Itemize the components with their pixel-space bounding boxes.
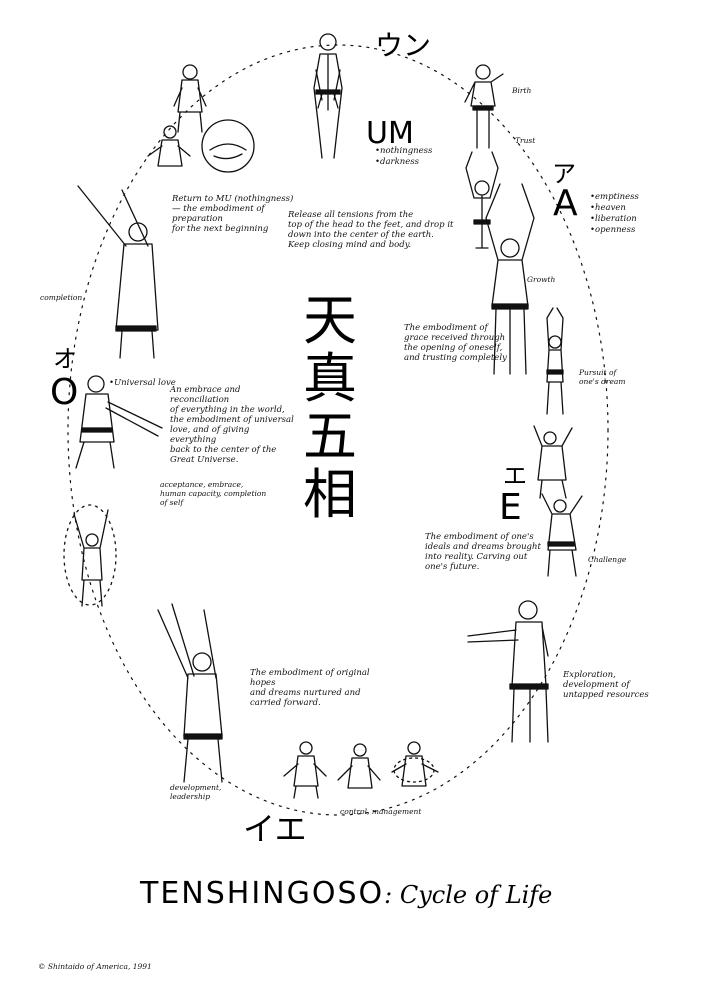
- ie-kana: イエ: [243, 810, 307, 848]
- o-description: An embrace and reconciliation of everyth…: [170, 385, 294, 465]
- a-letter: A: [553, 183, 578, 224]
- completion-figure: [63, 504, 117, 607]
- um-description: Release all tensions from the top of the…: [288, 210, 454, 250]
- return-mu-figures: [147, 64, 255, 173]
- kanji-so: 相: [303, 463, 357, 526]
- ie-description: The embodiment of original hopes and dre…: [250, 668, 370, 708]
- e-letter: E: [499, 487, 522, 528]
- a-keyword-emptiness: emptiness: [590, 192, 639, 203]
- pursuit-figure: [546, 307, 564, 415]
- stage-label-birth: Birth: [512, 86, 532, 95]
- copyright: © Shintaido of America, 1991: [38, 962, 152, 971]
- stage-label-development: development, leadership: [170, 783, 222, 801]
- exploration-figure: [467, 600, 549, 743]
- kanji-shin: 真: [303, 347, 357, 410]
- o-figure: [75, 375, 163, 469]
- stage-label-pursuit: Pursuit of one's dream: [579, 368, 626, 386]
- development-figure: [157, 603, 223, 783]
- a-keyword-heaven: heaven: [590, 203, 639, 214]
- stage-label-growth: Growth: [527, 275, 556, 284]
- stage-label-challenge: Challenge: [588, 555, 627, 564]
- kanji-title: 天 真 五 相: [298, 292, 362, 524]
- stage-label-trust: Trust: [515, 136, 536, 145]
- birth-figure: [464, 64, 504, 149]
- a-keyword-liberation: liberation: [590, 214, 639, 225]
- o-keyword-universal-love: Universal love: [109, 378, 176, 389]
- e-figure-1: [533, 425, 573, 499]
- o-letter: O: [50, 372, 79, 413]
- reaching-figure: [77, 185, 159, 359]
- um-keyword-darkness: darkness: [375, 157, 432, 168]
- stage-label-completion: completion: [40, 293, 83, 302]
- a-kana: ア: [552, 160, 576, 188]
- um-keywords: nothingness darkness: [375, 146, 432, 168]
- um-kana: ウン: [375, 29, 432, 62]
- um-figure: [313, 33, 343, 159]
- um-keyword-nothingness: nothingness: [375, 146, 432, 157]
- a-keyword-openness: openness: [590, 225, 639, 236]
- trust-figure: [465, 151, 499, 249]
- stage-label-control: control, management: [340, 807, 422, 816]
- stage-label-exploration: Exploration, development of untapped res…: [563, 670, 649, 700]
- o-extra: acceptance, embrace, human capacity, com…: [160, 480, 267, 507]
- o-keywords: Universal love: [109, 378, 176, 389]
- control-figures: [283, 741, 439, 799]
- kanji-go: 五: [303, 405, 357, 468]
- e-kana: エ: [503, 462, 527, 490]
- kanji-ten: 天: [303, 289, 357, 352]
- e-description: The embodiment of one's ideals and dream…: [425, 532, 541, 572]
- o-kana: オ: [53, 345, 77, 373]
- title-main: TENSHINGOSO: [140, 876, 385, 911]
- a-description: The embodiment of grace received through…: [404, 323, 507, 363]
- title-sub: : Cycle of Life: [384, 881, 553, 909]
- a-keywords: emptiness heaven liberation openness: [590, 192, 639, 236]
- growth-figure: [485, 183, 535, 375]
- challenge-figure: [541, 493, 583, 577]
- page-title: TENSHINGOSO: Cycle of Life: [140, 876, 552, 911]
- stage-label-return-mu: Return to MU (nothingness) — the embodim…: [172, 194, 294, 234]
